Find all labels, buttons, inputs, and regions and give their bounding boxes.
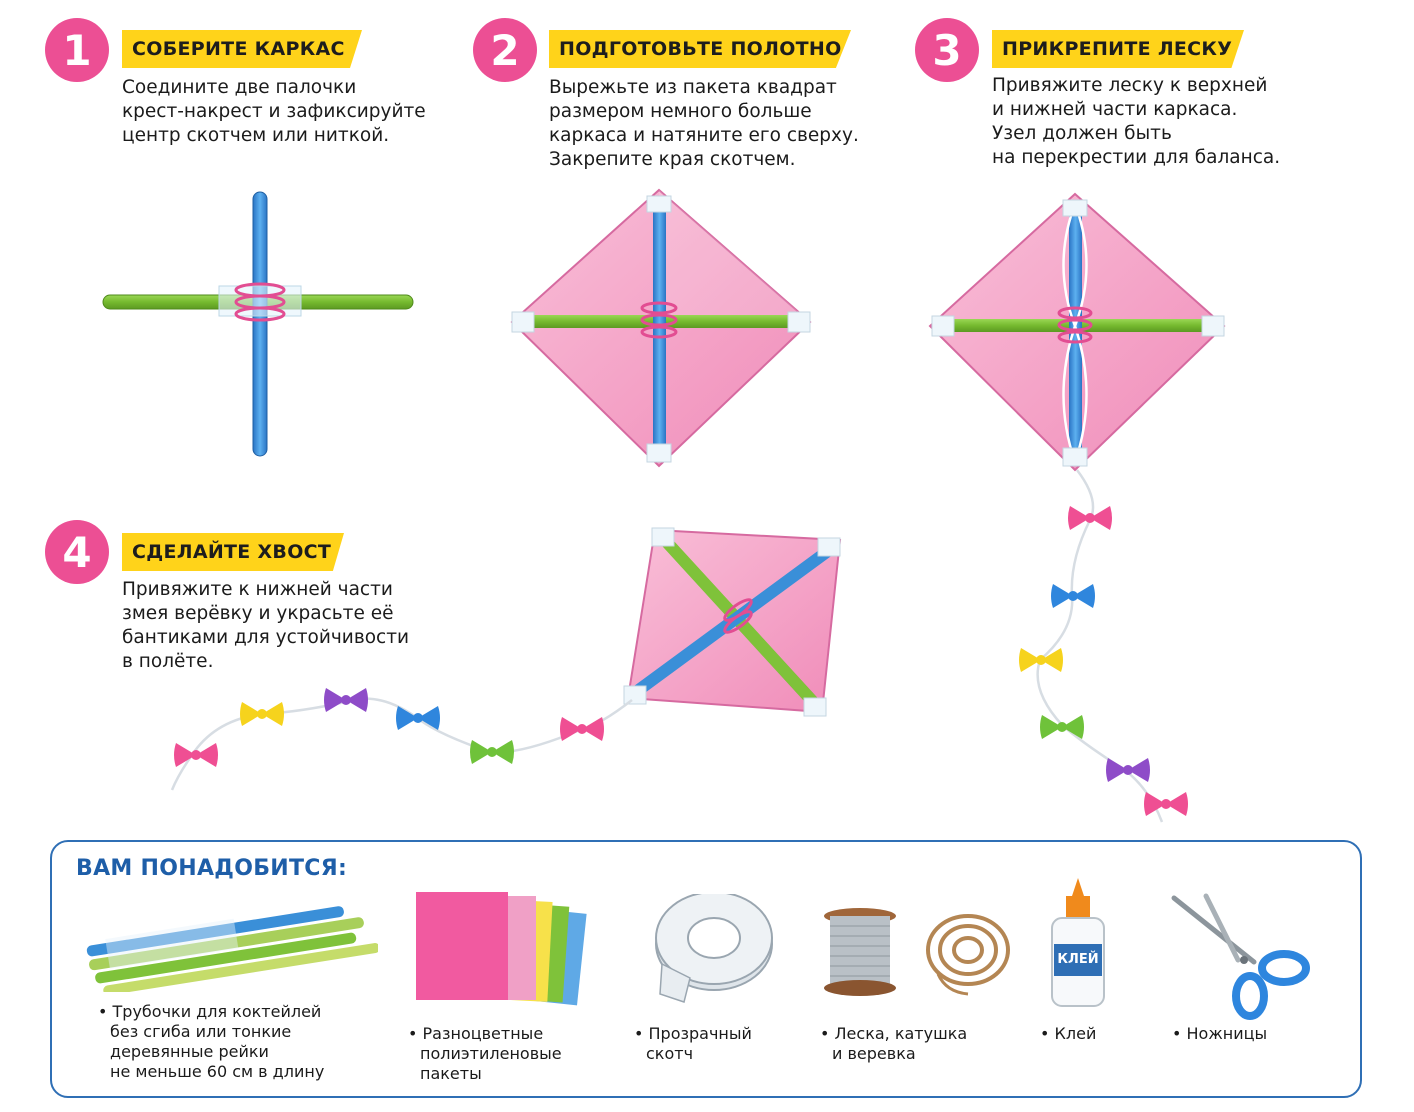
scissors-icon xyxy=(1171,893,1310,1020)
straws-icon xyxy=(86,906,378,992)
step-description-3: Привяжите леску к верхней и нижней части… xyxy=(992,75,1281,168)
step-description-4: Привяжите к нижней части змея верёвку и … xyxy=(122,579,410,672)
step-number-4: 4 xyxy=(45,520,109,584)
supply-label-glue: • Клей xyxy=(1040,1024,1097,1043)
plastic-bags-icon xyxy=(416,892,587,1006)
step-number-1: 1 xyxy=(45,18,109,82)
supply-label-straws: • Трубочки для коктейлей без сгиба или т… xyxy=(98,1002,325,1081)
step2-kite-illustration xyxy=(510,188,812,468)
step-number-2: 2 xyxy=(473,18,537,82)
step-title-4: СДЕЛАЙТЕ ХВОСТ xyxy=(122,533,344,571)
supply-label-line: • Леска, катушка и веревка xyxy=(820,1024,968,1063)
step4-kite-illustration xyxy=(170,527,842,791)
supply-label-scissors: • Ножницы xyxy=(1172,1024,1268,1043)
step-number-3: 3 xyxy=(915,18,979,82)
supply-label-tape: • Прозрачный скотч xyxy=(634,1024,752,1063)
step-title-3: ПРИКРЕПИТЕ ЛЕСКУ xyxy=(992,30,1244,68)
step-title-1: СОБЕРИТЕ КАРКАС xyxy=(122,30,362,68)
step1-cross-illustration xyxy=(102,191,414,457)
step-description-1: Соедините две палочки крест-накрест и за… xyxy=(122,77,426,146)
tape-icon xyxy=(655,894,773,1003)
glue-bottle-label: КЛЕЙ xyxy=(1057,952,1099,967)
step3-kite-illustration xyxy=(928,192,1226,823)
supplies-panel: ВАМ ПОНАДОБИТСЯ: • Трубочки для коктейле… xyxy=(50,840,1362,1098)
step-description-2: Вырежьте из пакета квадрат размером немн… xyxy=(549,77,859,170)
supplies-title: ВАМ ПОНАДОБИТСЯ: xyxy=(76,856,348,881)
glue-icon: КЛЕЙ xyxy=(1048,878,1108,1008)
supply-label-bags: • Разноцветные полиэтиленовые пакеты xyxy=(408,1024,562,1083)
spool-twine-icon xyxy=(824,908,1010,996)
step-title-2: ПОДГОТОВЬТЕ ПОЛОТНО xyxy=(549,30,851,68)
